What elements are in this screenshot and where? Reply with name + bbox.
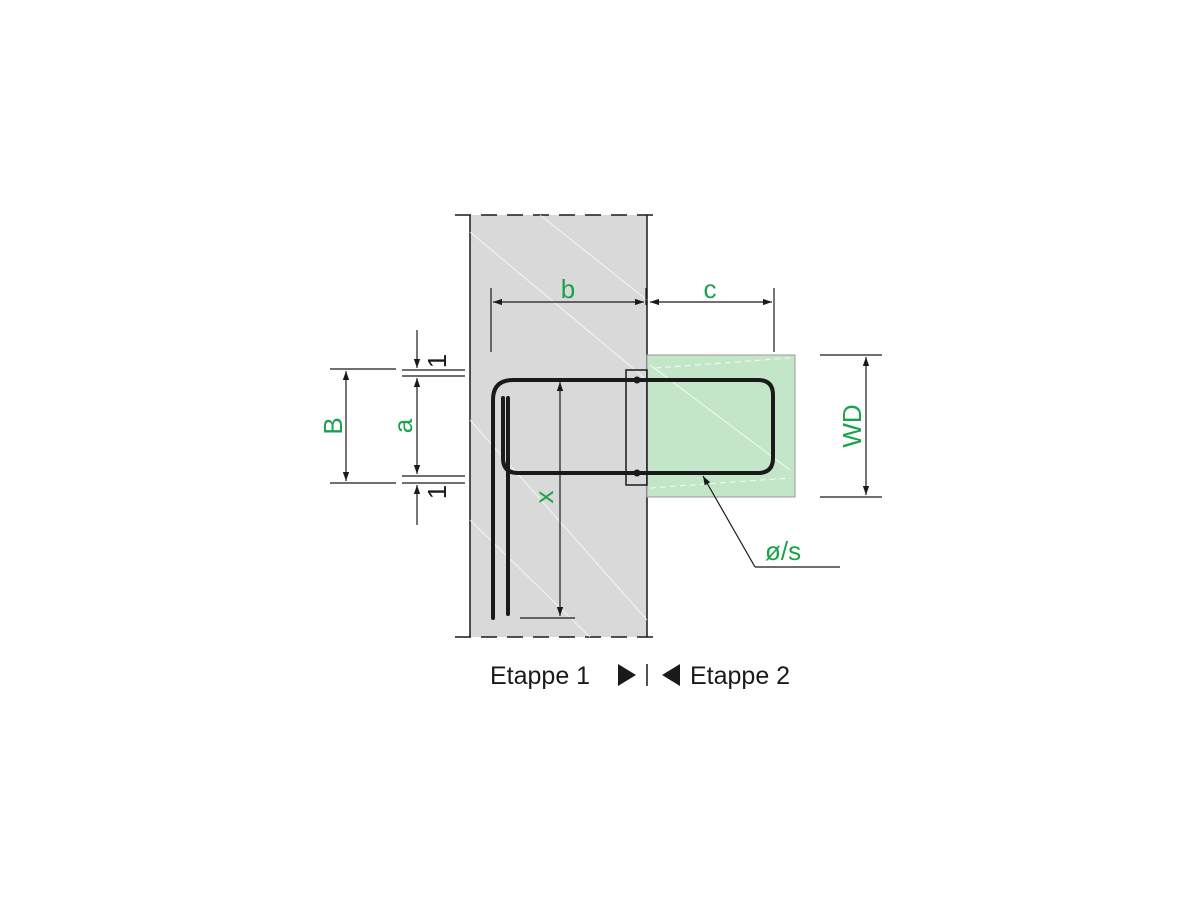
triangle-left-icon <box>662 664 680 686</box>
dimension-x <box>520 382 575 619</box>
rebar-label: ø/s <box>765 536 801 566</box>
rebar-leader <box>702 475 840 568</box>
dimension-label-gap-top: 1 <box>422 354 452 368</box>
dimension-label-c: c <box>704 274 717 304</box>
dimension-label-b: b <box>561 274 575 304</box>
stage-caption: Etappe 1 Etappe 2 <box>490 662 790 690</box>
dimension-label-B: B <box>318 417 348 434</box>
stage1-concrete-wall <box>455 214 662 638</box>
dimension-c <box>650 288 775 352</box>
rebar-box-casing <box>625 369 648 486</box>
dimension-chain-left <box>330 330 465 525</box>
stage2-label: Etappe 2 <box>690 662 790 690</box>
stage1-label: Etappe 1 <box>490 662 590 690</box>
rebar-anchor-dots <box>633 376 641 477</box>
dimension-label-a: a <box>388 418 418 433</box>
dimension-label-WD: WD <box>837 404 867 447</box>
dimension-label-gap-bottom: 1 <box>422 485 452 499</box>
dimension-b <box>490 288 647 352</box>
rebar-stirrup <box>491 378 775 620</box>
dimension-label-x: x <box>529 491 559 504</box>
triangle-right-icon <box>618 664 636 686</box>
dimension-WD <box>820 354 882 498</box>
